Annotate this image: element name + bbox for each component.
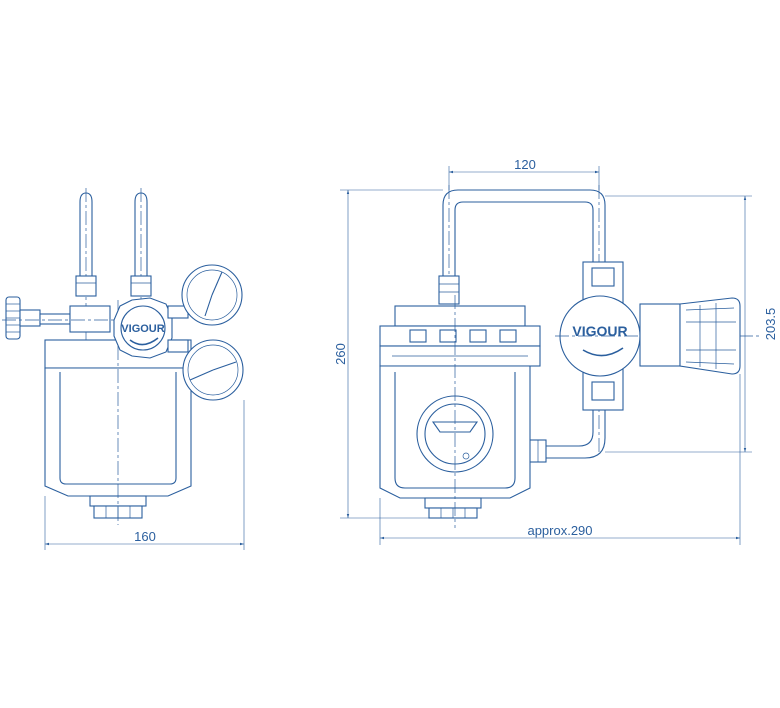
dimension-label-approx-290: approx.290 [527,523,592,538]
dimension-label-120: 120 [514,157,536,172]
side-body [379,295,531,528]
handwheel [2,296,120,340]
front-brand-label: VIGOUR [121,323,164,335]
dimension-260: 260 [333,189,443,519]
dimension-label-203-5: 203.5 [763,308,778,341]
side-brand-label: VIGOUR [572,323,627,339]
side-view: VIGOUR 120 260 [333,157,778,545]
side-adjusting-handle [639,297,741,375]
dimension-120: 120 [448,157,600,190]
side-bonnet [379,305,541,367]
front-view: VIGOUR 160 [2,188,245,550]
dimension-approx-290: approx.290 [379,374,741,545]
front-regulator-knob: VIGOUR [113,297,173,359]
dimension-label-160: 160 [134,529,156,544]
dimension-160: 160 [44,400,245,550]
dimension-203-5: 203.5 [605,195,778,453]
front-gauge-top [167,264,243,326]
front-gauge-bottom [167,339,244,401]
side-regulator: VIGOUR [555,261,760,411]
dimension-label-260: 260 [333,343,348,365]
